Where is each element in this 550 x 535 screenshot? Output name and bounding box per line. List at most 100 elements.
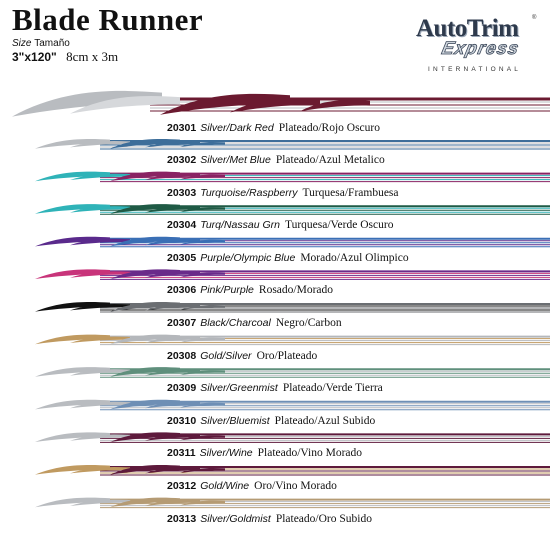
stripe-20313 <box>35 497 550 509</box>
blade-shape <box>180 402 225 408</box>
product-code: 20310 <box>167 414 197 427</box>
logo-line3: INTERNATIONAL <box>428 66 522 73</box>
stripe-20308 <box>35 334 550 346</box>
blade-shape <box>145 466 200 474</box>
blade-shape <box>180 207 225 212</box>
blade-shape <box>145 140 200 148</box>
blade-shape <box>70 401 130 409</box>
blade-shape <box>110 236 180 247</box>
blade-shape <box>70 206 130 213</box>
blade-shape <box>70 140 130 148</box>
autotrim-express-logo: AutoTrim ® Express INTERNATIONAL <box>408 12 544 78</box>
blade-shape <box>145 401 200 409</box>
product-code: 20301 <box>167 122 197 134</box>
stripe-20303 <box>35 171 550 183</box>
blade-shape <box>70 238 130 246</box>
stripe-20302 <box>35 138 550 150</box>
product-name-en: Silver/Met Blue <box>200 154 271 166</box>
blade-shape <box>145 336 200 343</box>
blade-shape <box>145 271 200 278</box>
blade-shape <box>110 138 180 149</box>
stripe-20304 <box>35 204 550 215</box>
blade-shape <box>110 301 180 312</box>
blade-shape <box>35 301 110 312</box>
product-code: 20303 <box>167 186 197 199</box>
stripe-20309 <box>35 367 550 378</box>
blade-shape <box>180 467 225 473</box>
product-name-en: Silver/Bluemist <box>200 414 270 427</box>
product-code: 20308 <box>167 349 197 362</box>
blade-shape <box>110 334 180 345</box>
blade-shape <box>110 171 180 182</box>
product-code: 20305 <box>167 251 197 264</box>
product-name-en: Gold/Silver <box>200 349 252 362</box>
blade-shape <box>35 138 110 149</box>
blade-shape <box>145 499 200 506</box>
page-title: Blade Runner <box>12 2 204 37</box>
product-name-en: Turq/Nassau Grn <box>200 219 280 232</box>
blade-shape <box>70 173 130 180</box>
product-name-es: Oro/Plateado <box>256 349 318 362</box>
logo-line1: AutoTrim <box>416 15 519 42</box>
blade-shape <box>145 238 200 246</box>
blade-shape <box>110 464 180 475</box>
blade-shape <box>70 434 130 441</box>
product-name-es: Turquesa/Frambuesa <box>302 186 399 199</box>
blade-shape <box>145 369 200 376</box>
blade-shape <box>145 434 200 441</box>
product-code: 20312 <box>167 480 197 492</box>
product-name-en: Silver/Wine <box>199 447 253 460</box>
blade-shape <box>180 435 225 441</box>
blade-shape <box>230 97 320 113</box>
product-name-es: Plateado/Azul Metalico <box>275 154 385 166</box>
product-name-es: Plateado/Verde Tierra <box>282 382 383 395</box>
product-name-en: Pink/Purple <box>200 284 254 297</box>
blade-shape <box>110 269 180 279</box>
blade-shape <box>145 206 200 213</box>
blade-shape <box>35 269 110 279</box>
product-name-es: Oro/Vino Morado <box>254 480 337 492</box>
size-label-en: Size <box>12 38 32 49</box>
blade-shape <box>35 497 110 508</box>
blade-shape <box>35 236 110 247</box>
blade-shape <box>70 303 130 311</box>
blade-shape <box>145 303 200 311</box>
blade-shape <box>35 367 110 377</box>
product-name-es: Turquesa/Verde Oscuro <box>284 219 394 232</box>
blade-shape <box>70 336 130 343</box>
product-name-es: Plateado/Oro Subido <box>275 512 372 525</box>
blade-shape <box>70 95 180 114</box>
logo-trademark: ® <box>532 15 537 21</box>
blade-shape <box>180 500 225 506</box>
blade-shape <box>160 93 290 115</box>
product-name-en: Silver/Greenmist <box>200 382 278 395</box>
product-name-es: Morado/Azul Olimpico <box>300 251 409 264</box>
product-code: 20302 <box>167 154 197 166</box>
product-name-es: Plateado/Rojo Oscuro <box>278 122 380 134</box>
blade-shape <box>70 499 130 506</box>
size-inches: 3"x120" <box>12 50 57 64</box>
blade-shape <box>180 337 225 343</box>
product-code: 20313 <box>167 512 197 525</box>
blade-shape <box>70 369 130 376</box>
blade-shape <box>180 370 225 375</box>
product-code: 20306 <box>167 284 197 297</box>
blade-shape <box>110 497 180 508</box>
product-name-en: Silver/Dark Red <box>200 122 274 134</box>
blade-shape <box>180 239 225 245</box>
blade-shape <box>110 204 180 214</box>
blade-shape <box>110 432 180 442</box>
product-code: 20309 <box>167 382 197 395</box>
